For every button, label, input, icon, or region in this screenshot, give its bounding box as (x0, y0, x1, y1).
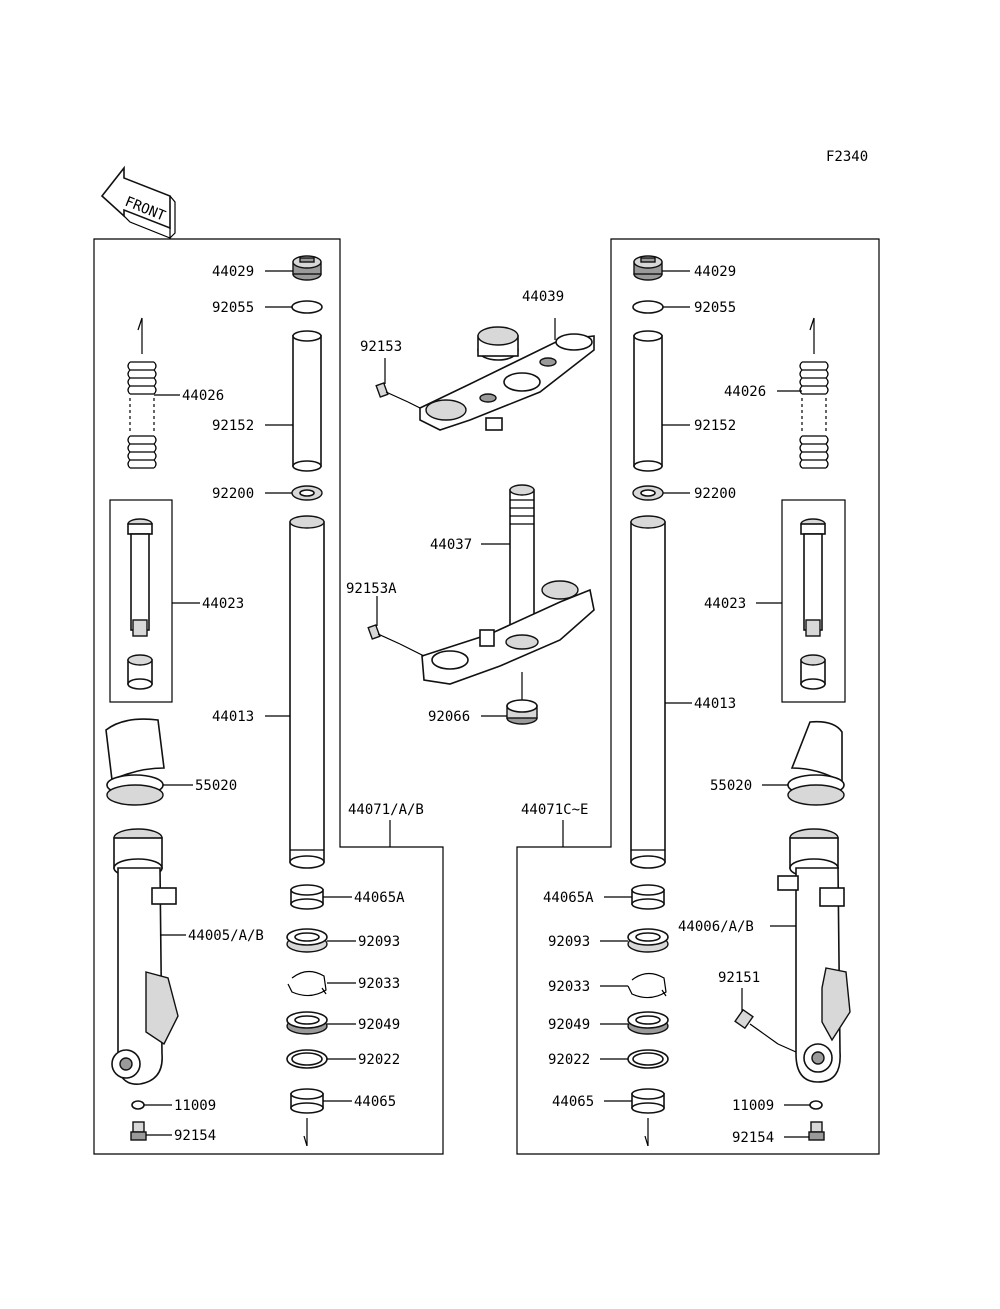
right-bolt-label: 92154 (732, 1130, 774, 1146)
right-bush-a-icon (631, 884, 665, 910)
left-washer-label: 92200 (212, 486, 254, 502)
left-cap-label: 44029 (212, 264, 254, 280)
left-seal-icon (286, 1011, 328, 1035)
left-bush-a-icon (290, 884, 324, 910)
left-spring-label: 44026 (182, 388, 224, 404)
center-labels: 44039 92153 44037 92153A 92066 (346, 289, 564, 725)
right-cylinder-icon (800, 518, 826, 690)
right-parts (627, 255, 851, 1147)
left-assembly-label: 44071/A/B (348, 802, 424, 818)
left-gasket-label: 11009 (174, 1098, 216, 1114)
left-spring-icon (127, 317, 157, 469)
left-o-ring-label: 92055 (212, 300, 254, 316)
left-inner-tube-label: 44013 (212, 709, 254, 725)
right-inner-tube-icon (630, 515, 666, 869)
right-seat-icon (627, 928, 669, 953)
right-cap-label: 44029 (694, 264, 736, 280)
left-washer2-label: 92022 (358, 1052, 400, 1068)
right-bush-label: 44065 (552, 1094, 594, 1110)
right-assembly-label: 44071C~E (521, 802, 588, 818)
left-cartridge-box (109, 499, 173, 703)
center-parts (367, 318, 595, 725)
right-spring-label: 44026 (724, 384, 766, 400)
right-cartridge-box (781, 499, 846, 703)
upper-bracket-bolt-icon (375, 358, 421, 409)
right-outer-tube-label: 44006/A/B (678, 919, 754, 935)
left-bolt-label: 92154 (174, 1128, 216, 1144)
right-washer2-icon (627, 1049, 669, 1069)
left-guard-label: 55020 (195, 778, 237, 794)
right-bush-a-label: 44065A (543, 890, 594, 906)
left-outer-tube-icon (111, 828, 179, 1085)
right-clip-label: 92033 (548, 979, 590, 995)
right-o-ring-icon (632, 300, 664, 314)
right-bush-icon (631, 1088, 665, 1147)
right-axle-bolt-label: 92151 (718, 970, 760, 986)
right-assembly-outline (516, 238, 880, 1155)
right-guard-label: 55020 (710, 778, 752, 794)
left-labels: 44029 92055 44026 92152 92200 44023 4401… (174, 264, 424, 1144)
right-washer-label: 92200 (694, 486, 736, 502)
left-guard-icon (105, 718, 165, 806)
left-bush-label: 44065 (354, 1094, 396, 1110)
right-seat-label: 92093 (548, 934, 590, 950)
right-pipe-label: 92152 (694, 418, 736, 434)
stem-label: 44037 (430, 537, 472, 553)
right-seal-label: 92049 (548, 1017, 590, 1033)
left-bolt-icon (130, 1121, 147, 1141)
right-pipe-icon (633, 330, 663, 472)
left-seal-label: 92049 (358, 1017, 400, 1033)
bearing-label: 92066 (428, 709, 470, 725)
left-leader-lines (144, 270, 391, 1136)
right-clip-icon (627, 972, 667, 999)
left-cap-icon (292, 255, 322, 281)
upper-bracket-bolt-label: 92153 (360, 339, 402, 355)
left-pipe-icon (292, 330, 322, 472)
front-arrow-icon: FRONT (100, 165, 176, 239)
left-seat-label: 92093 (358, 934, 400, 950)
right-washer2-label: 92022 (548, 1052, 590, 1068)
right-cylinder-label: 44023 (704, 596, 746, 612)
right-gasket-icon (809, 1100, 823, 1110)
stem-bolt-label: 92153A (346, 581, 397, 597)
diagram-code: F2340 (826, 149, 868, 165)
right-inner-tube-label: 44013 (694, 696, 736, 712)
left-assembly-outline (93, 238, 444, 1155)
left-washer-icon (291, 485, 323, 501)
left-bush-icon (290, 1088, 324, 1147)
right-o-ring-label: 92055 (694, 300, 736, 316)
left-o-ring-icon (291, 300, 323, 314)
right-guard-icon (787, 720, 845, 806)
upper-bracket-icon (419, 318, 595, 431)
left-bush-a-label: 44065A (354, 890, 405, 906)
left-gasket-icon (131, 1100, 145, 1110)
right-leader-lines (562, 270, 810, 1138)
left-parts (105, 255, 328, 1147)
right-cap-icon (633, 255, 663, 281)
right-bolt-icon (808, 1121, 825, 1141)
left-outer-tube-label: 44005/A/B (188, 928, 264, 944)
bearing-icon (506, 699, 538, 725)
left-washer2-icon (286, 1049, 328, 1069)
stem-icon (421, 484, 595, 700)
right-labels: 44029 92055 44026 92152 92200 44023 4401… (521, 264, 774, 1146)
left-pipe-label: 92152 (212, 418, 254, 434)
left-inner-tube-icon (289, 515, 325, 869)
left-clip-label: 92033 (358, 976, 400, 992)
right-washer-icon (632, 485, 664, 501)
stem-bolt-icon (367, 596, 425, 657)
upper-bracket-label: 44039 (522, 289, 564, 305)
left-seat-icon (286, 928, 328, 953)
left-cylinder-icon (127, 518, 153, 690)
left-clip-icon (287, 970, 327, 997)
left-cylinder-label: 44023 (202, 596, 244, 612)
right-spring-icon (799, 317, 829, 469)
right-outer-tube-icon (777, 828, 851, 1083)
right-seal-icon (627, 1011, 669, 1035)
right-gasket-label: 11009 (732, 1098, 774, 1114)
right-axle-bolt-icon (734, 988, 797, 1053)
